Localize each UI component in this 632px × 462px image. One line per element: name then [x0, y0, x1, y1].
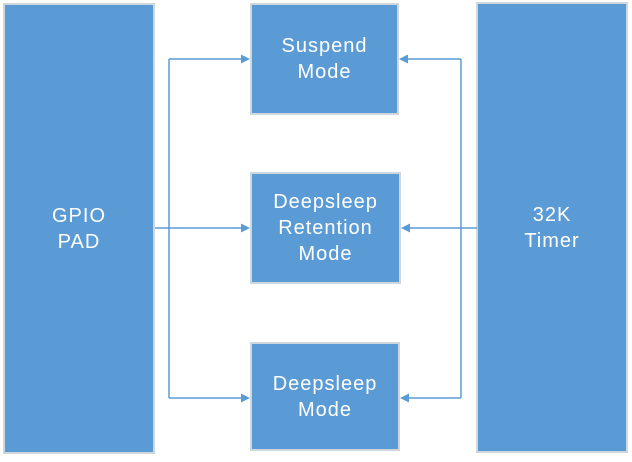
node-suspend-mode: Suspend Mode [250, 3, 399, 115]
arrowhead-timer-to-suspend [399, 54, 408, 64]
node-deepsleep-retention-mode-label: Deepsleep Retention Mode [273, 191, 378, 265]
arrowhead-gpio-to-suspend [241, 54, 250, 64]
arrowhead-timer-to-retention [401, 223, 410, 233]
node-suspend-mode-label: Suspend Mode [281, 35, 368, 83]
node-gpio-pad-label: GPIO PAD [51, 204, 106, 253]
node-32k-timer: 32K Timer [476, 2, 628, 453]
node-32k-timer-label: 32K Timer [524, 203, 580, 252]
node-gpio-pad: GPIO PAD [3, 3, 155, 454]
arrowhead-gpio-to-deepsleep [241, 393, 250, 403]
arrowhead-timer-to-deepsleep [400, 393, 409, 403]
node-deepsleep-mode: Deepsleep Mode [250, 342, 400, 451]
node-deepsleep-retention-mode: Deepsleep Retention Mode [250, 172, 401, 284]
arrowhead-gpio-to-retention [241, 223, 250, 233]
node-deepsleep-mode-label: Deepsleep Mode [272, 372, 378, 421]
